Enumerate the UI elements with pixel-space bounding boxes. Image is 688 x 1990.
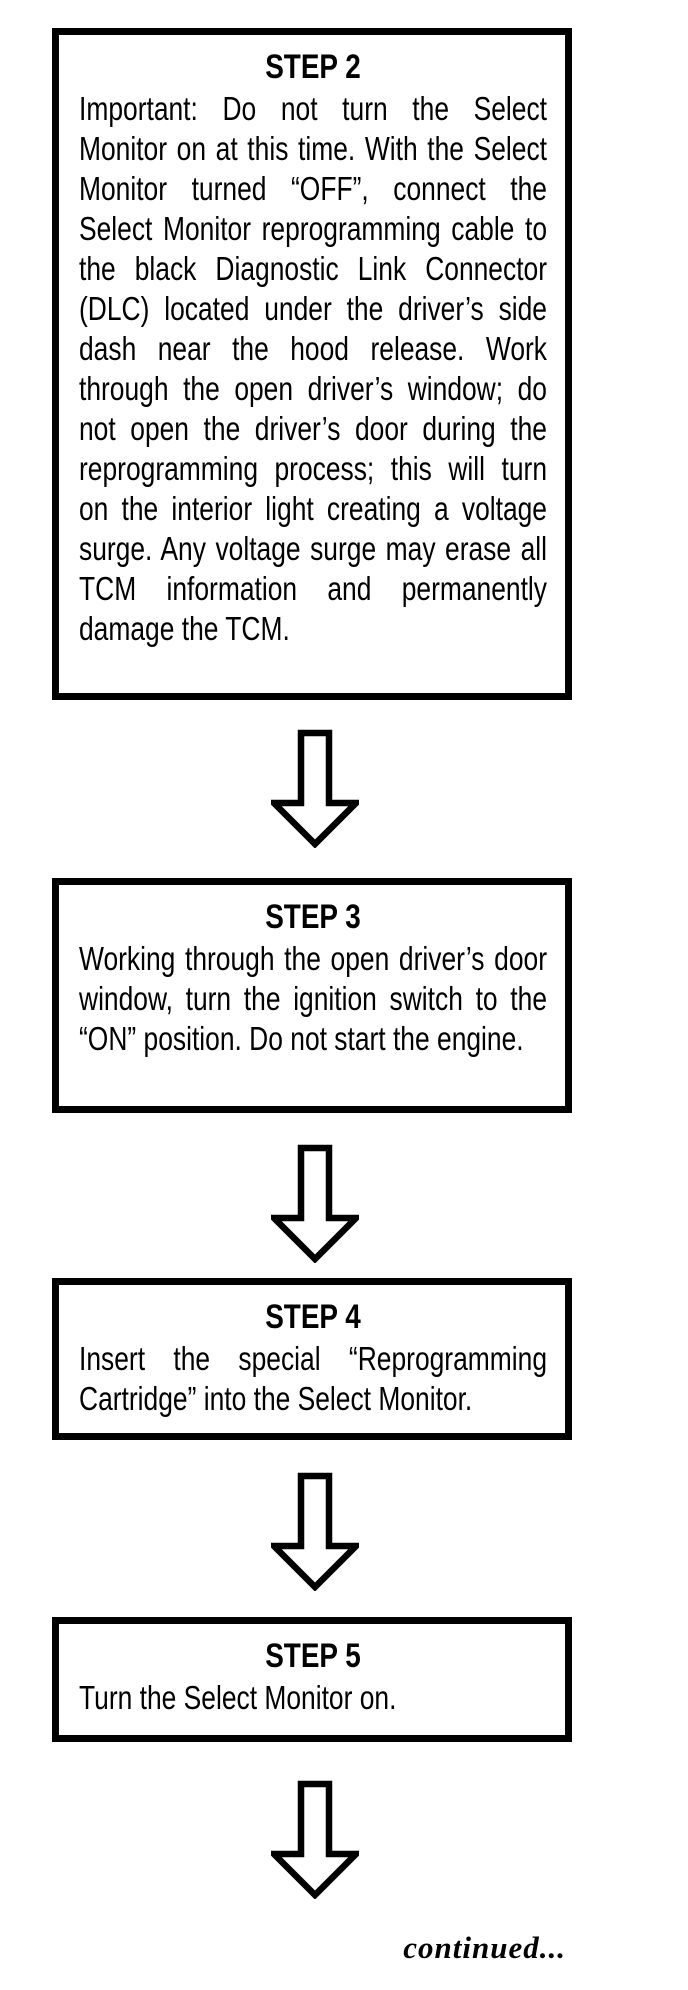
step-5-box: STEP 5 Turn the Select Monitor on.: [52, 1617, 572, 1742]
down-arrow-icon: [271, 1144, 359, 1263]
down-arrow-icon: [271, 1780, 359, 1899]
step-4-body: Insert the special “Reprogramming Cartri…: [79, 1340, 547, 1417]
step-4-box: STEP 4 Insert the special “Reprogramming…: [52, 1278, 572, 1440]
step-3-title: STEP 3: [265, 898, 361, 936]
continued-label: continued...: [403, 1930, 566, 1965]
down-arrow-icon: [271, 1472, 359, 1591]
step-5-body: Turn the Select Monitor on.: [79, 1679, 397, 1716]
step-2-title: STEP 2: [265, 48, 361, 86]
step-2-body: Important: Do not turn the Select Monito…: [79, 90, 547, 647]
step-5-title: STEP 5: [265, 1637, 361, 1675]
step-3-box: STEP 3 Working through the open driver’s…: [52, 878, 572, 1113]
step-4-title: STEP 4: [265, 1298, 361, 1336]
down-arrow-icon: [271, 729, 359, 848]
step-2-box: STEP 2 Important: Do not turn the Select…: [52, 28, 572, 700]
step-3-body: Working through the open driver’s door w…: [79, 940, 547, 1057]
